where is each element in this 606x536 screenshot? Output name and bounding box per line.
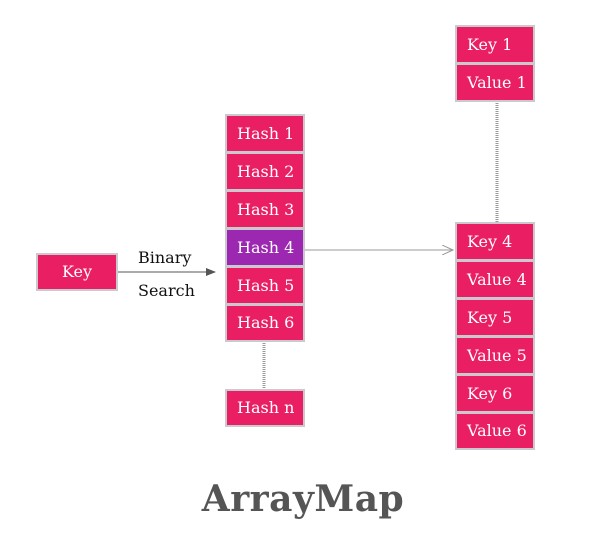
key4-cell: Key 4 <box>455 222 535 261</box>
hash-cell-2: Hash 2 <box>225 152 305 191</box>
hash-cell-n: Hash n <box>225 389 305 427</box>
diagram-title: ArrayMap <box>201 478 405 520</box>
key1-cell: Key 1 <box>455 25 535 64</box>
hash-cell-3: Hash 3 <box>225 190 305 229</box>
hash-cell-5: Hash 5 <box>225 266 305 305</box>
key6-cell: Key 6 <box>455 374 535 413</box>
hash-cell-6: Hash 6 <box>225 304 305 342</box>
value5-cell: Value 5 <box>455 336 535 375</box>
binary-label: Binary <box>138 248 192 267</box>
search-key-box: Key <box>36 253 118 291</box>
search-label: Search <box>138 281 195 300</box>
value6-cell: Value 6 <box>455 412 535 450</box>
value1-cell: Value 1 <box>455 63 535 102</box>
hash-cell-1: Hash 1 <box>225 114 305 153</box>
key5-cell: Key 5 <box>455 298 535 337</box>
hash-cell-4-highlighted: Hash 4 <box>225 228 305 267</box>
value4-cell: Value 4 <box>455 260 535 299</box>
